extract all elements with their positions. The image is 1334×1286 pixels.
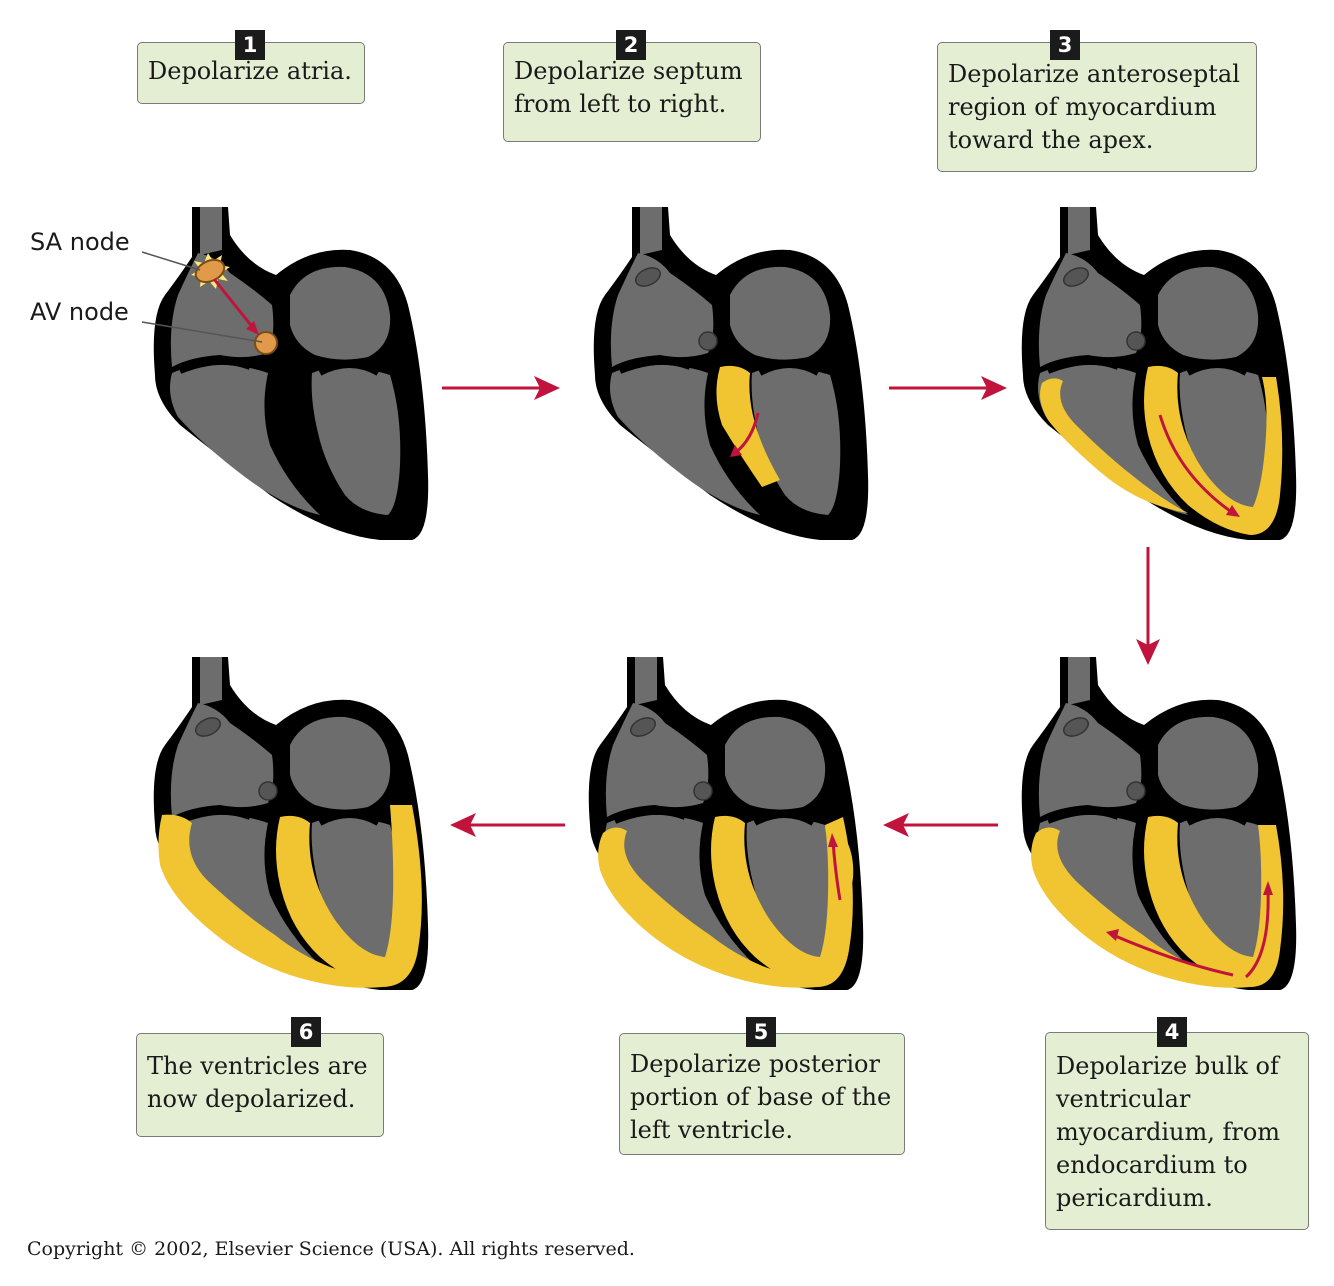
sa-node-icon — [191, 253, 230, 289]
step-description: Depolarize bulk of ventricular myocardiu… — [1045, 1032, 1309, 1230]
copyright-notice: Copyright © 2002, Elsevier Science (USA)… — [27, 1238, 635, 1260]
heart-step-2 — [590, 195, 870, 555]
step-number: 2 — [616, 30, 646, 60]
heart-step-3 — [1018, 195, 1298, 555]
step-description: Depolarize posterior portion of base of … — [619, 1033, 905, 1155]
av-node-icon — [254, 331, 278, 355]
step-number: 1 — [235, 30, 265, 60]
heart-step-5 — [585, 645, 865, 1005]
heart-step-4 — [1018, 645, 1298, 1005]
step-description: The ventricles are now depolarized. — [136, 1033, 384, 1137]
av-node-label: AV node — [30, 298, 129, 326]
step-number: 6 — [291, 1017, 321, 1047]
step-number: 5 — [746, 1017, 776, 1047]
heart-step-1 — [150, 195, 430, 555]
step-description: Depolarize anteroseptal region of myocar… — [937, 42, 1257, 172]
flow-arrow-4-to-5 — [883, 813, 998, 837]
flow-arrow-5-to-6 — [450, 813, 565, 837]
heart-step-6 — [150, 645, 430, 1005]
flow-arrow-3-to-4 — [1136, 547, 1160, 665]
step-number: 3 — [1050, 30, 1080, 60]
step-description: Depolarize atria. — [137, 42, 365, 104]
step-number: 4 — [1157, 1017, 1187, 1047]
flow-arrow-1-to-2 — [442, 376, 560, 400]
sa-node-label: SA node — [30, 228, 130, 256]
flow-arrow-2-to-3 — [889, 376, 1007, 400]
